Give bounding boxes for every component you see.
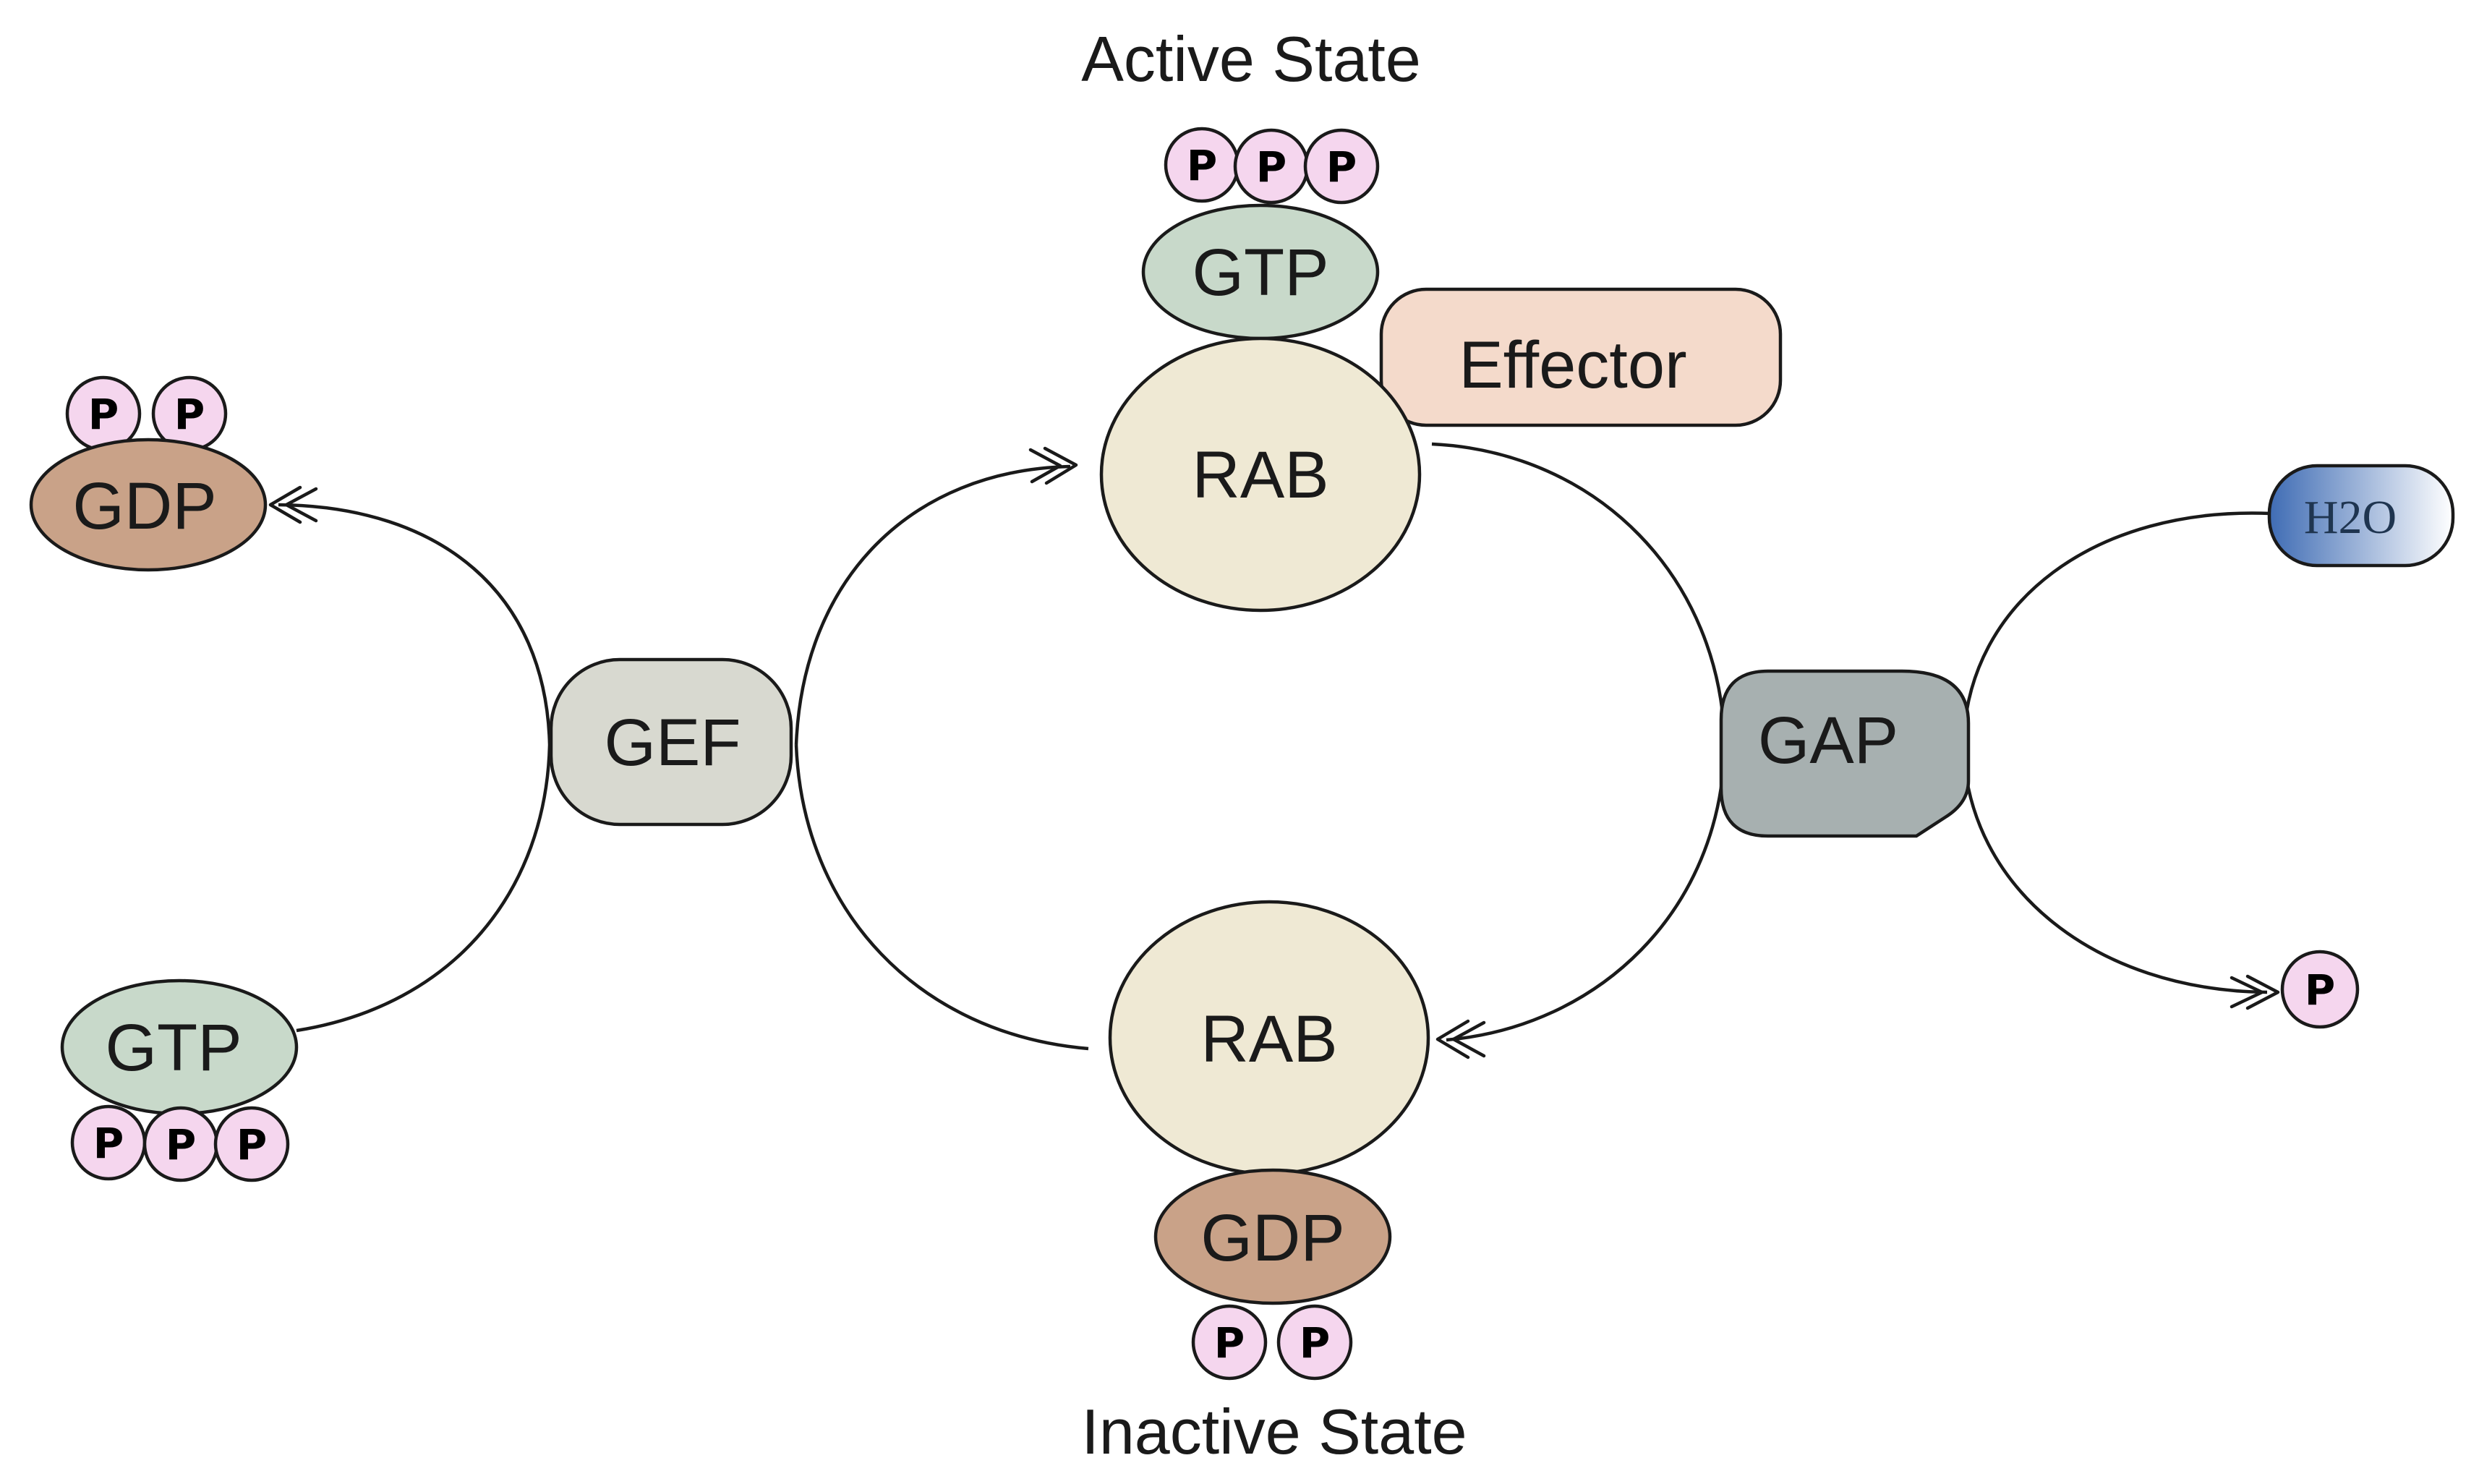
phosphate-icon: P bbox=[1233, 128, 1310, 205]
arc-gtp-to-gef bbox=[296, 744, 552, 1033]
svg-text:P: P bbox=[88, 390, 119, 439]
phosphate-icon: P bbox=[142, 1106, 219, 1182]
phosphate-icon: P bbox=[65, 375, 142, 452]
svg-text:P: P bbox=[1300, 1318, 1331, 1368]
incoming-gtp: GTP P P P bbox=[60, 978, 299, 1182]
arc-h2o-to-gap bbox=[1961, 511, 2271, 746]
svg-text:P: P bbox=[174, 390, 205, 439]
arc-gap-to-inactive-rab bbox=[1446, 744, 1727, 1042]
arc-gap-to-phosphate bbox=[1961, 744, 2268, 994]
gap-shape bbox=[1719, 669, 1971, 838]
active-gtp-phosphates: P P P bbox=[1164, 127, 1380, 205]
active-gtp-label: GTP bbox=[1192, 236, 1328, 310]
phosphate-icon: P bbox=[1303, 128, 1380, 205]
released-gdp-label: GDP bbox=[72, 469, 216, 543]
svg-text:P: P bbox=[1214, 1318, 1245, 1368]
svg-text:P: P bbox=[1187, 141, 1218, 190]
released-gdp-shape bbox=[29, 438, 268, 572]
water-shape bbox=[2267, 464, 2455, 568]
inactive-gdp-label: GDP bbox=[1200, 1201, 1344, 1275]
arrowhead-to-gdp bbox=[268, 485, 318, 524]
phosphate-icon: P bbox=[70, 1104, 147, 1181]
incoming-gtp-label: GTP bbox=[105, 1011, 242, 1085]
gef-label: GEF bbox=[604, 706, 741, 780]
released-phosphate-shape bbox=[2280, 950, 2360, 1029]
svg-text:P: P bbox=[1256, 142, 1287, 192]
arrowheads bbox=[268, 446, 2280, 1059]
phosphate-icon: P bbox=[1164, 127, 1240, 203]
arc-active-rab-to-gap bbox=[1431, 442, 1727, 746]
svg-text:P: P bbox=[236, 1120, 268, 1169]
arc-inactive-rab-to-gef bbox=[794, 744, 1089, 1051]
active-rab-label: RAB bbox=[1192, 438, 1328, 512]
inactive-rab-complex: RAB GDP P P bbox=[1108, 900, 1430, 1381]
inactive-gdp-shape bbox=[1153, 1168, 1392, 1305]
inactive-gdp-phosphates: P P bbox=[1191, 1304, 1353, 1381]
arc-gef-to-gdp bbox=[278, 503, 552, 746]
active-rab-shape bbox=[1099, 336, 1422, 613]
released-gdp-phosphates: P P bbox=[65, 375, 228, 452]
inactive-state-title: Inactive State bbox=[1081, 1396, 1467, 1467]
released-phosphate: P bbox=[2280, 950, 2360, 1029]
gap-label: GAP bbox=[1758, 704, 1898, 777]
phosphate-icon: P bbox=[213, 1106, 290, 1182]
incoming-gtp-phosphates: P P P bbox=[70, 1104, 290, 1182]
effector-shape bbox=[1379, 287, 1783, 427]
svg-text:P: P bbox=[166, 1120, 197, 1169]
released-gdp: P P GDP bbox=[29, 375, 268, 572]
released-phosphate-label: P bbox=[2305, 965, 2336, 1015]
water-label: H2O bbox=[2304, 491, 2397, 544]
gef-shape bbox=[549, 657, 793, 827]
water-node: H2O bbox=[2267, 464, 2455, 568]
svg-text:P: P bbox=[93, 1119, 124, 1168]
inactive-rab-label: RAB bbox=[1200, 1002, 1337, 1076]
effector-label: Effector bbox=[1459, 328, 1686, 402]
svg-text:P: P bbox=[1326, 142, 1357, 192]
cycle-arcs bbox=[278, 442, 2271, 1051]
gap-node: GAP bbox=[1719, 669, 1971, 838]
phosphate-icon: P bbox=[1276, 1304, 1353, 1381]
arrowhead-to-phosphate bbox=[2230, 974, 2280, 1010]
arrowhead-to-active-rab bbox=[1028, 446, 1078, 485]
arrowhead-to-inactive-rab bbox=[1435, 1019, 1486, 1059]
phosphate-icon: P bbox=[1191, 1304, 1268, 1381]
arc-gef-to-active-rab bbox=[794, 464, 1071, 746]
gef-node: GEF bbox=[549, 657, 793, 827]
active-rab-complex: P P P GTP Effector RAB bbox=[1099, 127, 1783, 613]
active-state-title: Active State bbox=[1081, 23, 1421, 95]
